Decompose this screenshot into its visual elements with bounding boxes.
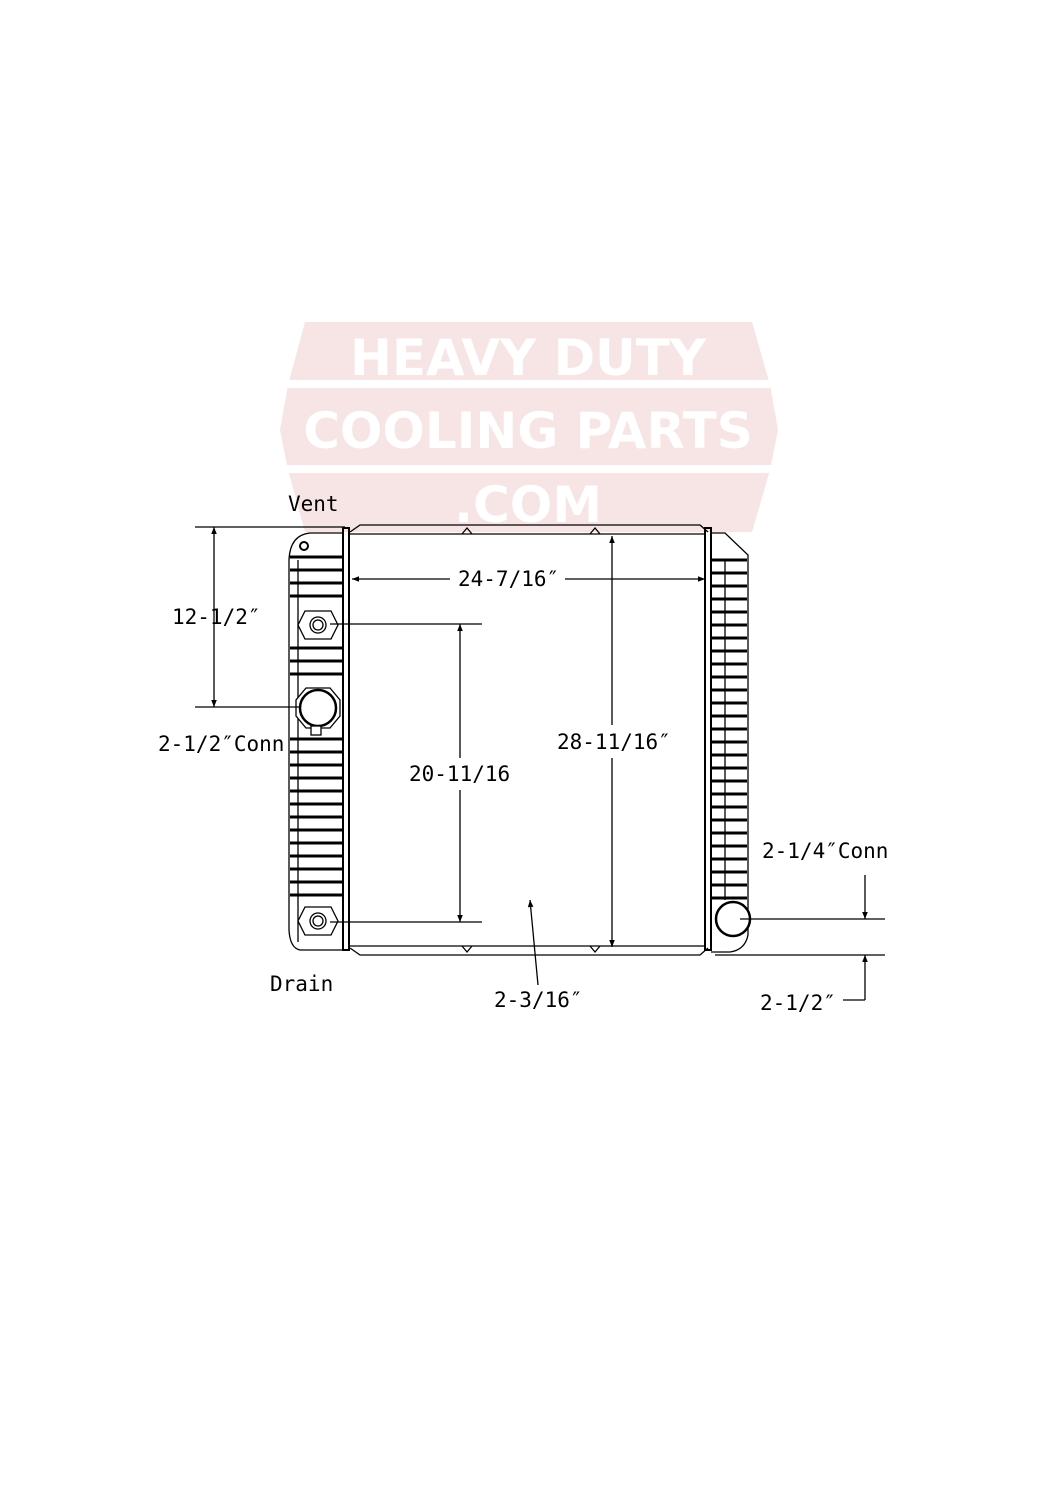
watermark-logo: HEAVY DUTY COOLING PARTS .COM (280, 322, 778, 534)
left-tank (288, 532, 343, 951)
watermark-line-2: COOLING PARTS (303, 402, 753, 460)
inlet-conn-label: 2-1/2″Conn (158, 732, 284, 756)
vent-label: Vent (288, 492, 339, 516)
outlet-offset-dimension: 2-1/2″ (760, 991, 836, 1015)
core-depth-dimension: 2-3/16″ (494, 988, 583, 1012)
core-height-dimension: 28-11/16″ (557, 730, 671, 754)
drain-label: Drain (270, 972, 333, 996)
vent-plug-icon (299, 541, 309, 551)
core-width-dimension: 24-7/16″ (458, 567, 559, 591)
upper-fitting (297, 610, 339, 640)
outlet-conn-label: 2-1/4″Conn (762, 839, 888, 863)
fitting-spacing-dimension: 20-11/16 (409, 762, 510, 786)
watermark-line-1: HEAVY DUTY (350, 329, 707, 387)
right-tank (710, 532, 749, 953)
vent-to-inlet-dimension: 12-1/2″ (172, 605, 261, 629)
dimension-lines (195, 526, 885, 1001)
watermark-line-3: .COM (454, 476, 602, 534)
drain-fitting (297, 906, 339, 936)
radiator-core (342, 524, 712, 956)
inlet-connection (295, 687, 341, 736)
